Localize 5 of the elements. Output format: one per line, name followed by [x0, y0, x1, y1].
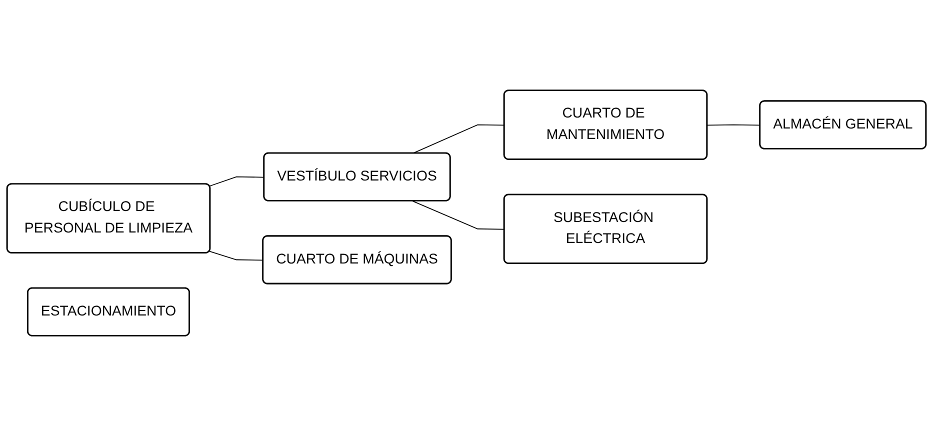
connector — [412, 124, 505, 154]
connector — [209, 250, 264, 261]
connector — [209, 176, 265, 187]
connector — [706, 124, 761, 126]
connector — [412, 200, 505, 230]
